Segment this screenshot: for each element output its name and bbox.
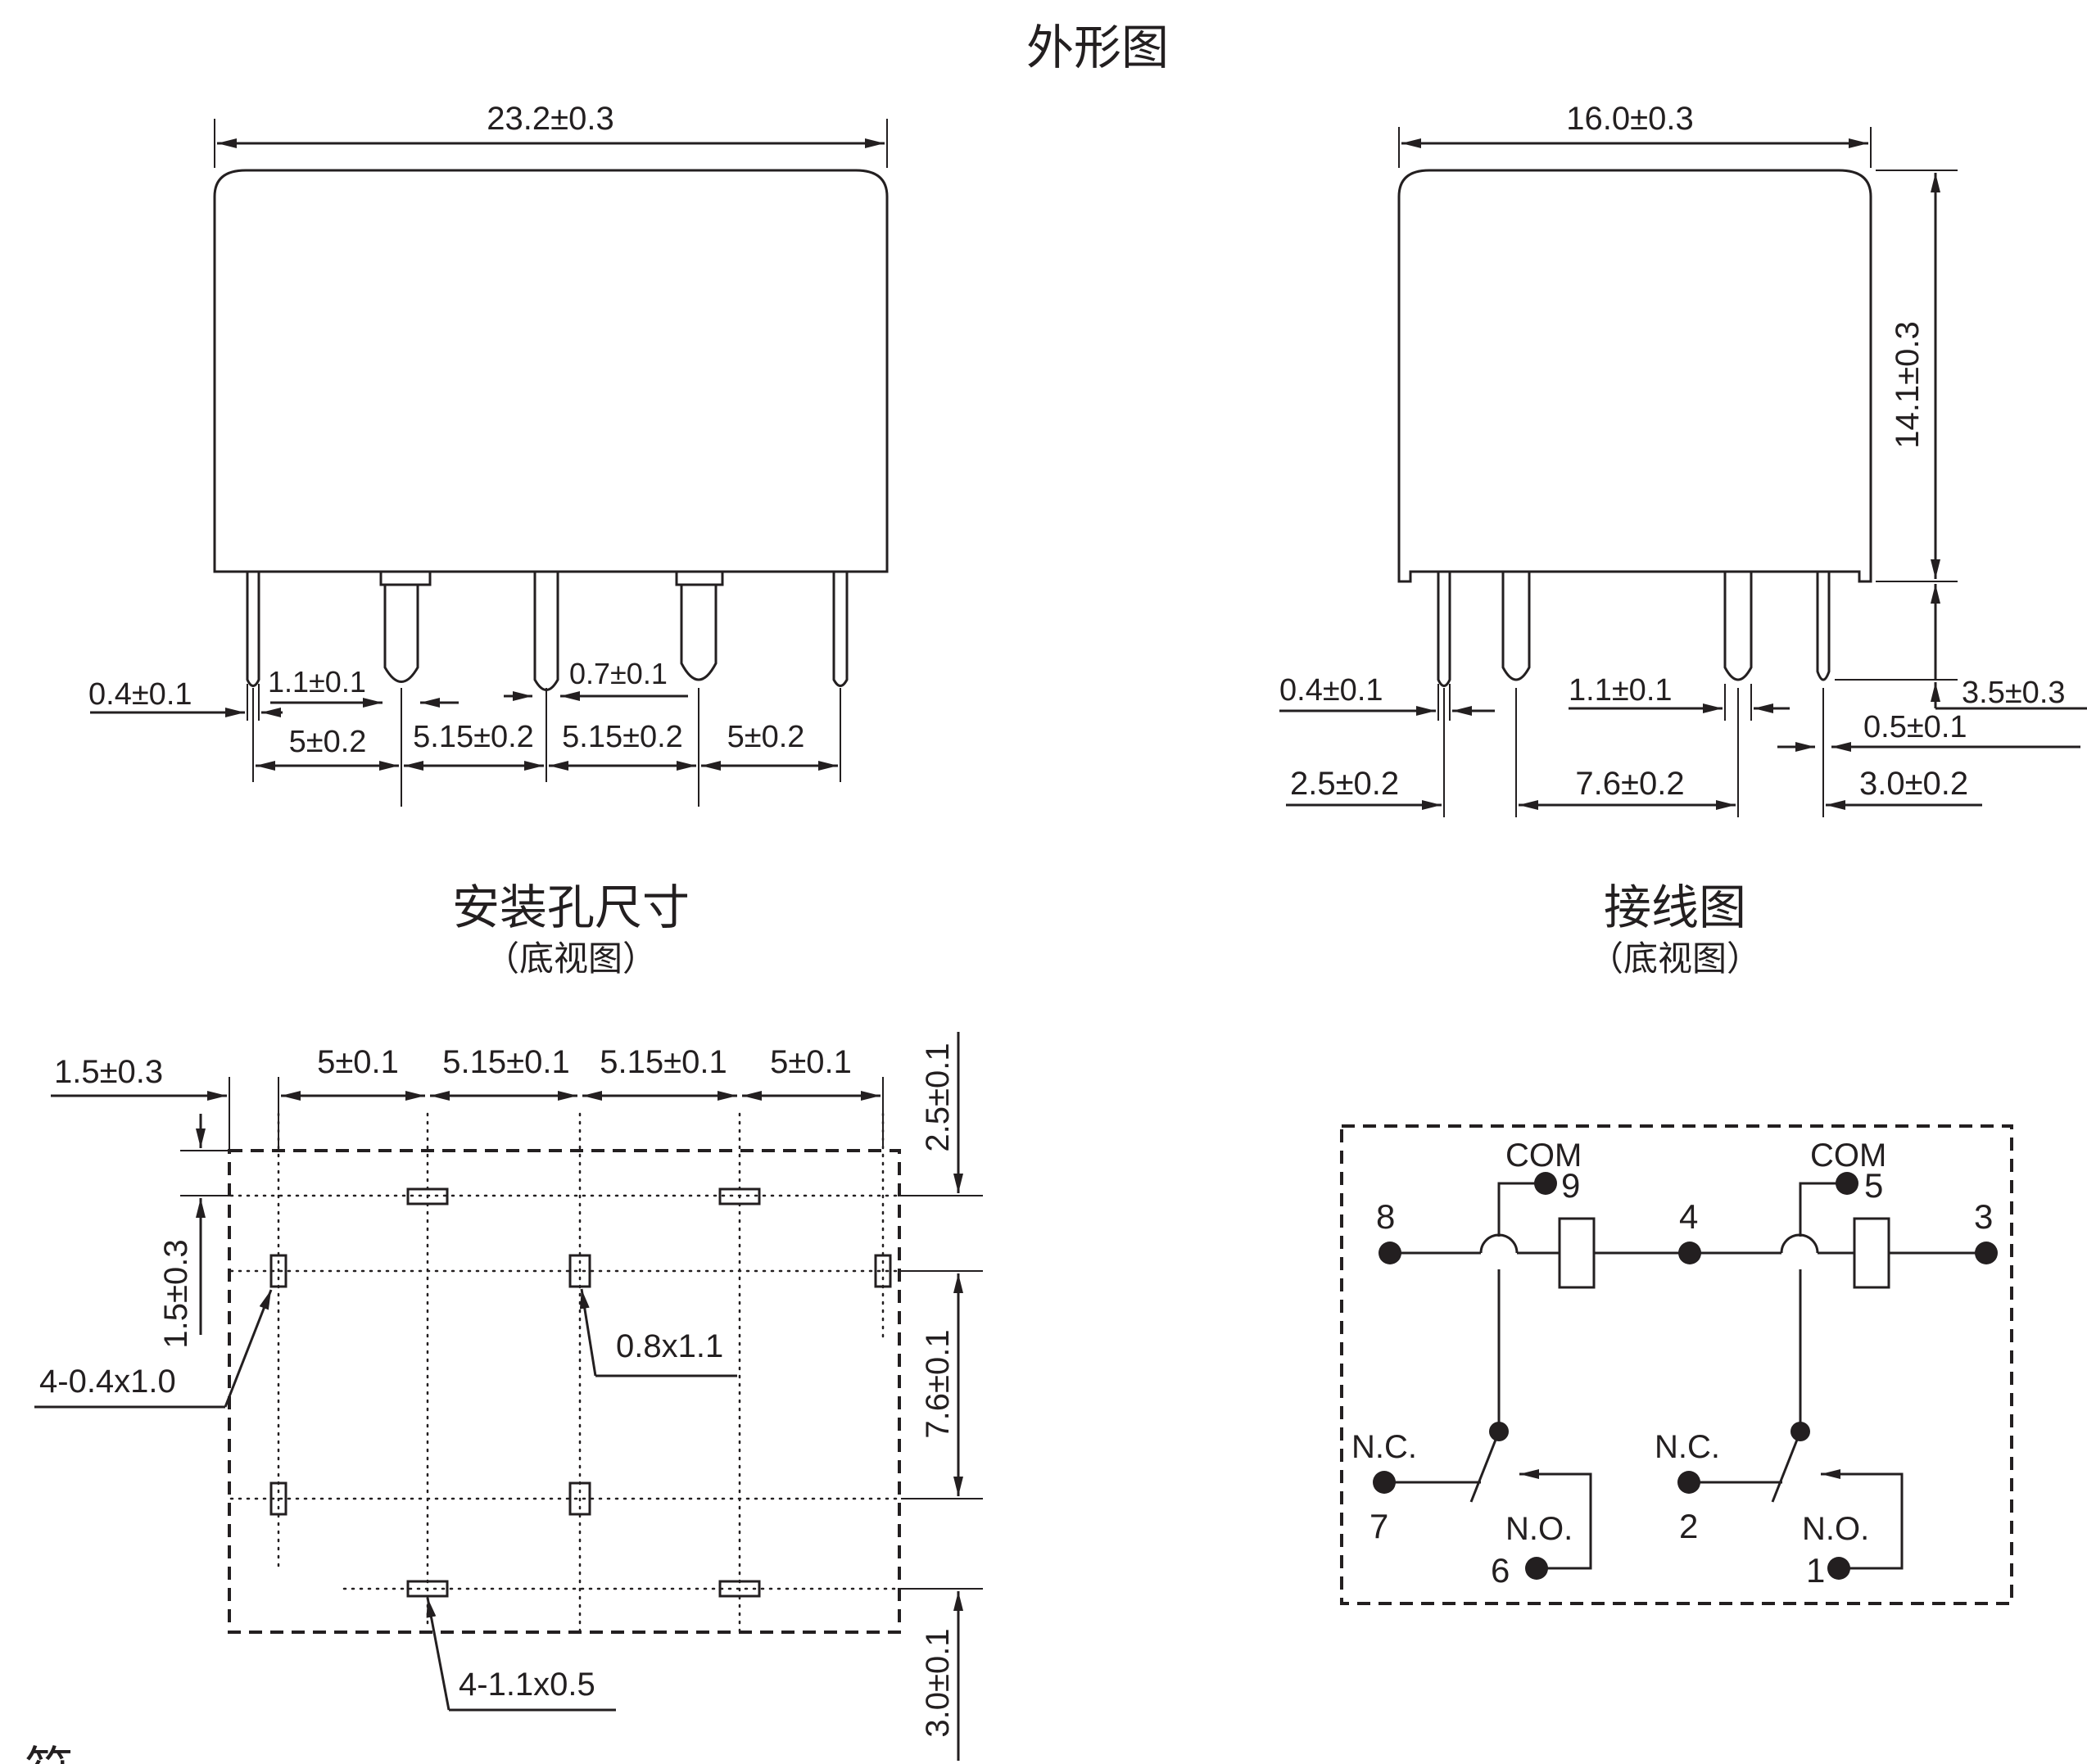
- front-pin-thick: 0.4±0.1: [88, 677, 192, 712]
- side-pins: [1437, 572, 1831, 687]
- front-pitch-4: 5±0.2: [727, 720, 805, 754]
- front-pin-wide: 1.1±0.1: [268, 665, 366, 699]
- terminal-1: [1827, 1557, 1850, 1580]
- terminal-7: [1373, 1471, 1396, 1494]
- cut-off-heading: 符: [25, 1743, 74, 1764]
- pin-label-6: 6: [1491, 1551, 1510, 1590]
- side-body: [1397, 169, 1872, 583]
- side-offset-right: 3.0±0.2: [1859, 766, 1968, 802]
- mounting-holes: [269, 1187, 892, 1598]
- side-pin-length: 3.5±0.3: [1962, 676, 2066, 710]
- mount-hole-center: 0.8x1.1: [616, 1328, 723, 1364]
- mount-hole-small: 4-0.4x1.0: [39, 1364, 176, 1400]
- front-pitch-3: 5.15±0.2: [562, 720, 683, 754]
- front-body: [213, 169, 889, 573]
- outline-title: 外形图: [1026, 21, 1169, 75]
- no-label-2: N.O.: [1802, 1511, 1869, 1547]
- side-view: 16.0±0.3 14.1±0.3 3.5±0.3 0.4±0.1 1.1±0.…: [1279, 101, 2087, 817]
- front-pitch-2: 5.15±0.2: [413, 720, 534, 754]
- mount-edge-x: 1.5±0.3: [54, 1054, 163, 1090]
- com-label-1: COM: [1505, 1138, 1582, 1174]
- mounting-view: 5±0.1 5.15±0.1 5.15±0.1 5±0.1 1.5±0.3 1.…: [34, 1032, 983, 1761]
- terminal-2: [1677, 1471, 1700, 1494]
- side-width-label: 16.0±0.3: [1566, 101, 1693, 137]
- terminal-8: [1379, 1242, 1401, 1264]
- mount-edge-y: 1.5±0.3: [158, 1239, 194, 1348]
- mounting-outline: [228, 1149, 901, 1634]
- pivot-1: [1489, 1422, 1509, 1441]
- pin-label-3: 3: [1974, 1197, 1993, 1236]
- mount-pitch-3: 5.15±0.1: [600, 1044, 727, 1080]
- no-label-1: N.O.: [1505, 1511, 1573, 1547]
- mount-pitch-4: 5±0.1: [770, 1044, 852, 1080]
- side-row-pitch: 7.6±0.2: [1575, 766, 1684, 802]
- pin-label-9: 9: [1561, 1166, 1580, 1205]
- terminal-9: [1534, 1172, 1557, 1195]
- wiring-outline: [1340, 1124, 2013, 1605]
- coil-1: [1558, 1217, 1596, 1289]
- nc-label-2: N.C.: [1655, 1429, 1720, 1465]
- nc-label-1: N.C.: [1351, 1429, 1417, 1465]
- terminal-6: [1525, 1557, 1548, 1580]
- mount-hole-flat: 4-1.1x0.5: [459, 1667, 595, 1703]
- coil-2: [1853, 1217, 1890, 1289]
- front-pin-mid: 0.7±0.1: [569, 657, 668, 690]
- terminal-4: [1678, 1242, 1701, 1264]
- mount-row-pitch: 7.6±0.1: [920, 1329, 956, 1438]
- mount-bottom-offset: 3.0±0.1: [920, 1628, 956, 1737]
- pin-label-8: 8: [1376, 1197, 1395, 1236]
- side-standoff: 0.5±0.1: [1863, 710, 1967, 744]
- wiring-title: 接线图: [1604, 881, 1746, 934]
- side-pin-thick: 0.4±0.1: [1279, 673, 1383, 708]
- pin-label-1: 1: [1806, 1551, 1825, 1590]
- pivot-2: [1790, 1422, 1810, 1441]
- front-pins: [246, 570, 849, 691]
- mounting-subtitle: （底视图）: [485, 939, 657, 978]
- wiring-subtitle: （底视图）: [1589, 939, 1761, 978]
- side-offset-left: 2.5±0.2: [1290, 766, 1399, 802]
- pin-label-7: 7: [1369, 1507, 1388, 1545]
- pin-label-4: 4: [1679, 1197, 1698, 1236]
- com-label-2: COM: [1810, 1138, 1886, 1174]
- pin-label-5: 5: [1864, 1166, 1883, 1205]
- side-pin-wide: 1.1±0.1: [1569, 673, 1673, 708]
- terminal-3: [1975, 1242, 1998, 1264]
- wiring-diagram: COM COM 9 5 8 4 3 N.C. N.C. 7 2 N.O. N.O…: [1340, 1124, 2013, 1605]
- terminal-5: [1836, 1172, 1858, 1195]
- front-view: 23.2±0.3 5±0.2 5.15±0.2 5.15±0.2 5±0.2 0…: [88, 101, 889, 807]
- mounting-title: 安装孔尺寸: [452, 881, 690, 934]
- front-pitch-1: 5±0.2: [289, 725, 367, 759]
- mount-top-offset: 2.5±0.1: [920, 1043, 956, 1151]
- wiring-terminals: [1373, 1172, 1998, 1580]
- pin-label-2: 2: [1679, 1507, 1698, 1545]
- side-height-label: 14.1±0.3: [1890, 321, 1926, 448]
- front-width-label: 23.2±0.3: [487, 101, 613, 137]
- mount-pitch-2: 5.15±0.1: [442, 1044, 569, 1080]
- mount-pitch-1: 5±0.1: [317, 1044, 399, 1080]
